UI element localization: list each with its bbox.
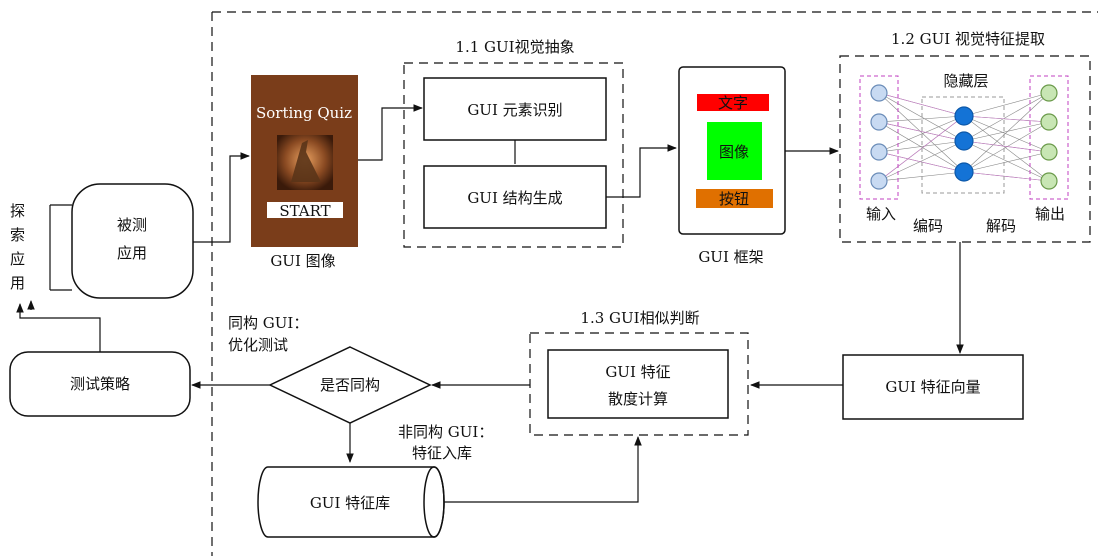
- app-under-test: 被测 应用: [72, 184, 193, 298]
- gui-image: Sorting Quiz START GUI 图像: [251, 75, 358, 270]
- decision-label: 是否同构: [320, 376, 380, 394]
- app-under-test-line1: 被测: [117, 216, 147, 234]
- input-node-3: [871, 144, 887, 160]
- section-1-2-title: 1.2 GUI 视觉特征提取: [891, 30, 1045, 48]
- section-1-1-title: 1.1 GUI视觉抽象: [455, 38, 574, 56]
- section-visual-abstraction: 1.1 GUI视觉抽象 GUI 元素识别 GUI 结构生成: [404, 38, 623, 247]
- feature-db-label: GUI 特征库: [310, 494, 390, 512]
- network-nodes: [871, 85, 1057, 189]
- frame-button-label: 按钮: [719, 190, 749, 208]
- section-feature-extraction: 1.2 GUI 视觉特征提取 隐藏层 输入 输出 编码 解码: [840, 30, 1090, 242]
- hidden-node-1: [955, 107, 973, 125]
- structure-generation-label: GUI 结构生成: [467, 189, 562, 207]
- app-under-test-line2: 应用: [117, 244, 147, 262]
- non-isomorphic-note-line2: 特征入库: [412, 444, 472, 462]
- decode-label: 解码: [986, 217, 1016, 235]
- section-1-3-title: 1.3 GUI相似判断: [580, 309, 699, 327]
- output-label: 输出: [1035, 205, 1065, 223]
- non-isomorphic-note-line1: 非同构 GUI：: [398, 423, 493, 441]
- explore-char-2: 索: [10, 226, 25, 244]
- element-recognition-label: GUI 元素识别: [467, 101, 562, 119]
- explore-char-4: 用: [10, 274, 25, 292]
- feature-vector-label: GUI 特征向量: [885, 378, 980, 396]
- section-similarity-judgement: 1.3 GUI相似判断 GUI 特征 散度计算: [530, 309, 748, 435]
- gui-image-app-title: Sorting Quiz: [256, 104, 352, 122]
- encode-label: 编码: [913, 217, 943, 235]
- explore-char-3: 应: [10, 250, 25, 268]
- app-under-test-box: [72, 184, 193, 298]
- frame-image-label: 图像: [719, 143, 749, 161]
- divergence-line1: GUI 特征: [605, 363, 670, 381]
- output-node-1: [1041, 85, 1057, 101]
- explore-app-label: 探 索 应 用: [10, 202, 25, 292]
- feature-database: GUI 特征库: [258, 467, 444, 537]
- hidden-node-3: [955, 163, 973, 181]
- gui-image-caption: GUI 图像: [270, 252, 335, 270]
- frame-text-label: 文字: [718, 94, 748, 112]
- gui-frame: 文字 图像 按钮 GUI 框架: [679, 67, 785, 266]
- output-node-2: [1041, 114, 1057, 130]
- gui-frame-caption: GUI 框架: [698, 248, 763, 266]
- isomorphic-note-line1: 同构 GUI：: [228, 314, 308, 332]
- hidden-layer-label: 隐藏层: [943, 72, 988, 90]
- feature-vector: GUI 特征向量: [843, 355, 1023, 419]
- explore-char-1: 探: [10, 202, 25, 220]
- hidden-node-2: [955, 132, 973, 150]
- test-strategy-label: 测试策略: [70, 375, 130, 393]
- isomorphism-decision: 是否同构: [270, 347, 430, 423]
- input-label: 输入: [866, 205, 896, 223]
- gui-image-start-label: START: [279, 202, 330, 220]
- test-strategy: 测试策略: [10, 352, 190, 416]
- input-node-1: [871, 85, 887, 101]
- output-node-3: [1041, 144, 1057, 160]
- divergence-line2: 散度计算: [608, 390, 668, 408]
- isomorphic-note-line2: 优化测试: [228, 336, 288, 354]
- input-node-4: [871, 173, 887, 189]
- input-node-2: [871, 114, 887, 130]
- output-node-4: [1041, 173, 1057, 189]
